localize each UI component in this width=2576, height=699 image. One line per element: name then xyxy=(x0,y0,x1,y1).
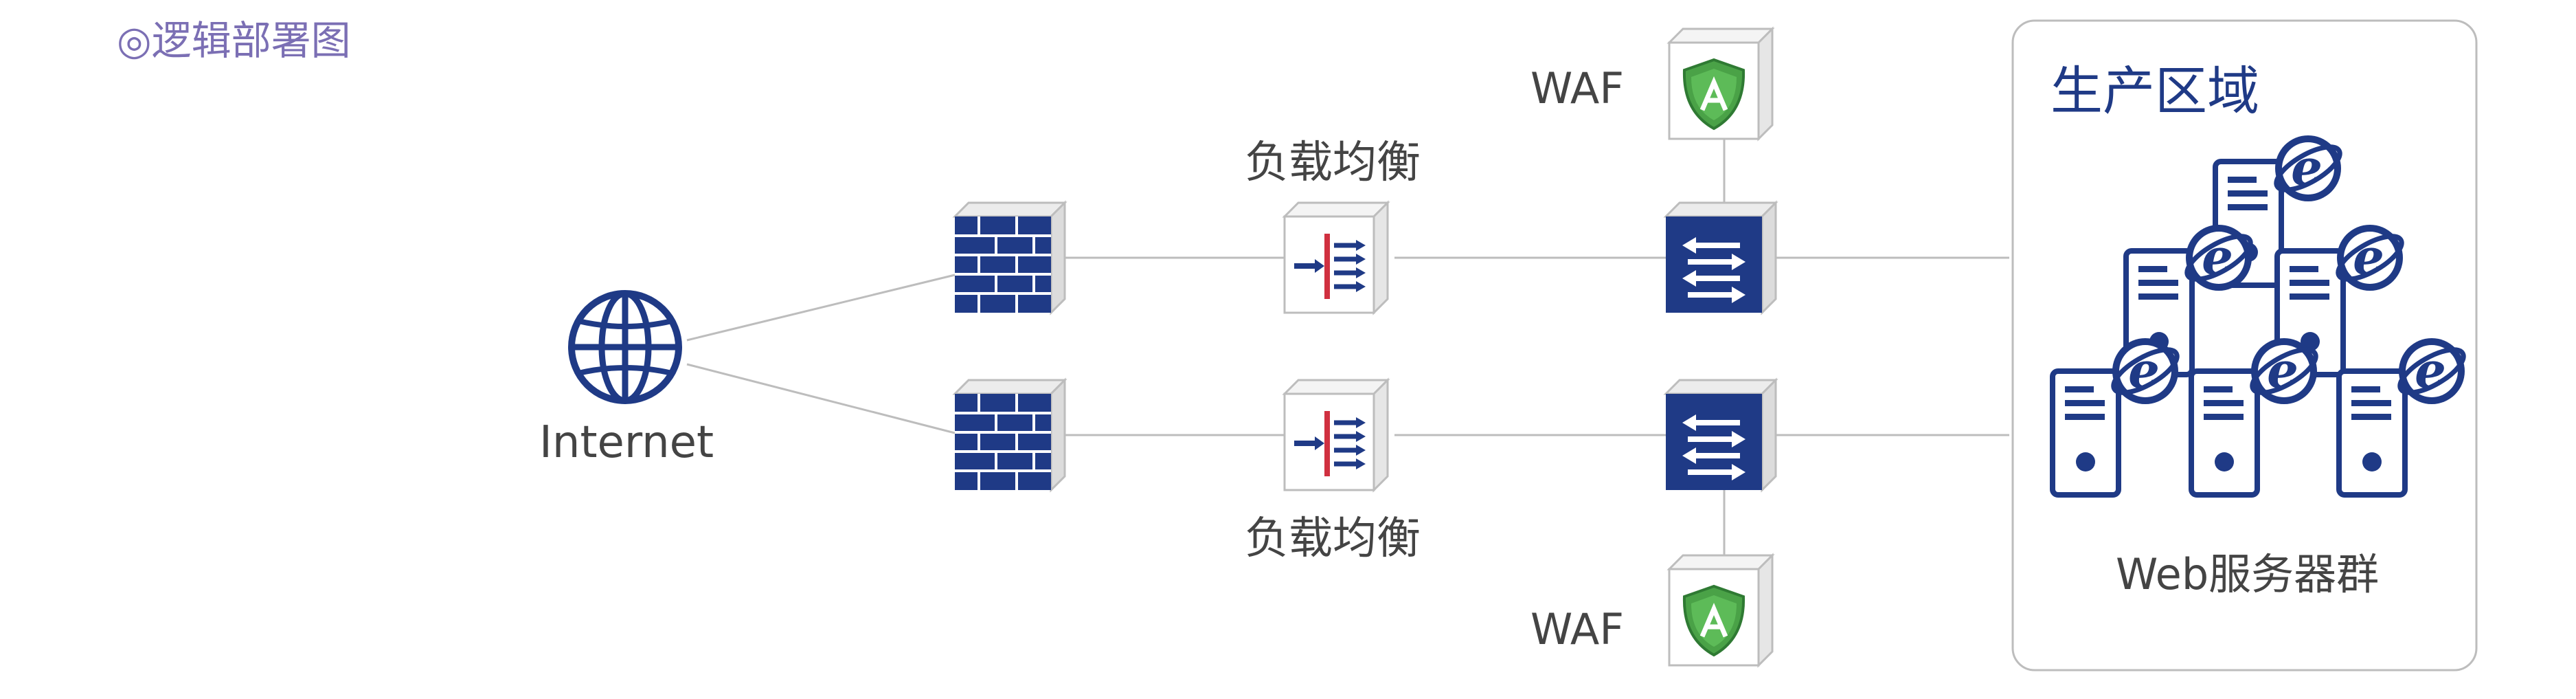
switch-arrows-icon xyxy=(1682,237,1745,303)
waf-bottom xyxy=(1668,554,1774,667)
connection-lines xyxy=(686,137,2009,557)
page-title: ◎逻辑部署图 xyxy=(117,17,351,64)
firewall-top xyxy=(952,200,1067,315)
load-balancer-icon xyxy=(1294,411,1366,476)
waf-top-label: WAF xyxy=(1530,63,1624,113)
shield-icon xyxy=(1682,58,1745,131)
waf-top xyxy=(1668,27,1774,140)
waf-bottom-label: WAF xyxy=(1530,604,1624,654)
globe-icon xyxy=(568,290,682,404)
load-balancer-bottom xyxy=(1283,379,1389,491)
web-servers-label: Web服务器群 xyxy=(2116,549,2380,599)
firewall-brick-icon xyxy=(952,377,1067,493)
firewall-bottom xyxy=(952,377,1067,493)
shield-icon xyxy=(1682,584,1745,657)
firewall-brick-icon xyxy=(952,200,1067,315)
switch-bottom xyxy=(1663,377,1778,493)
production-zone-title: 生产区域 xyxy=(2050,60,2259,122)
internet-label: Internet xyxy=(539,417,714,468)
load-balancer-top xyxy=(1283,201,1389,314)
switch-top xyxy=(1663,200,1778,315)
switch-arrows-icon xyxy=(1682,414,1745,480)
load-balancer-top-label: 负载均衡 xyxy=(1245,137,1421,188)
load-balancer-bottom-label: 负载均衡 xyxy=(1245,513,1421,564)
load-balancer-icon xyxy=(1294,234,1366,299)
production-zone-box xyxy=(2011,19,2478,672)
